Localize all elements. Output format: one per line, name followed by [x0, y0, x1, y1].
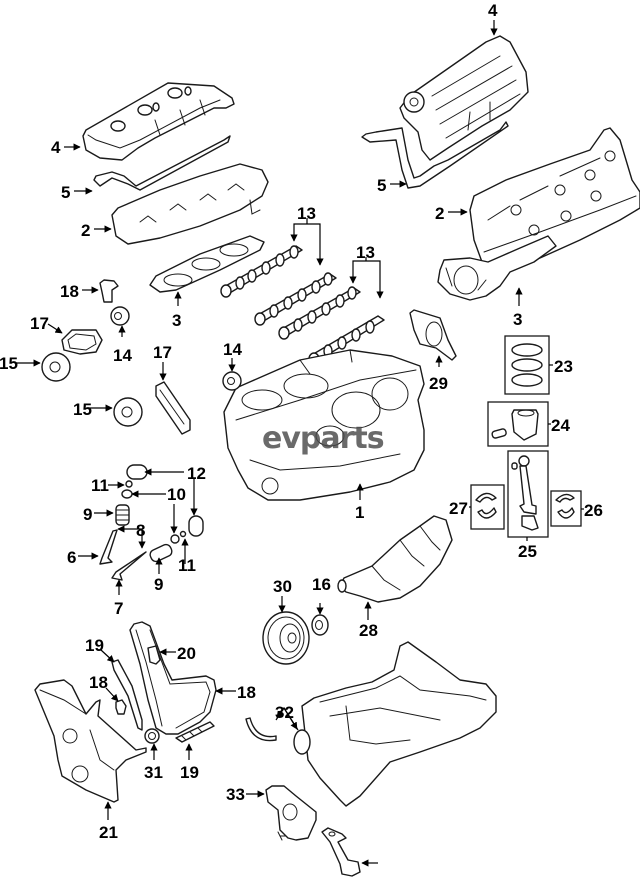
intake-valve[interactable]	[99, 529, 118, 565]
callout-2-right[interactable]: 2	[435, 204, 444, 223]
camshaft-right[interactable]	[278, 286, 385, 366]
timing-chain-center[interactable]	[155, 381, 191, 435]
callout-14-left[interactable]: 14	[113, 346, 132, 365]
callout-4-right[interactable]: 4	[488, 1, 498, 20]
tensioner-arm[interactable]	[111, 659, 143, 731]
spring-retainer-lower[interactable]	[170, 534, 180, 544]
camshaft-sprocket-lower[interactable]	[113, 397, 143, 427]
callout-18-upper[interactable]: 18	[60, 282, 79, 301]
callout-14-center[interactable]: 14	[223, 340, 242, 359]
idler-sprocket-upper[interactable]	[110, 306, 130, 326]
crankshaft-pulley[interactable]	[262, 611, 310, 665]
callout-22[interactable]: 23	[554, 357, 573, 376]
callout-31[interactable]: 32	[275, 703, 294, 722]
callout-6[interactable]: 6	[67, 548, 76, 567]
idler-sprocket-center[interactable]	[222, 371, 242, 391]
front-crank-seal[interactable]	[144, 728, 160, 744]
rod-bearings-box[interactable]	[550, 490, 582, 527]
camshaft-left[interactable]	[220, 245, 337, 326]
callout-17-center[interactable]: 17	[153, 343, 172, 362]
callout-20[interactable]: 20	[177, 644, 196, 663]
callout-5-right[interactable]: 5	[377, 176, 386, 195]
callout-11-upper[interactable]: 11	[91, 476, 109, 495]
callout-26[interactable]: 27	[449, 499, 468, 518]
timing-chain-small[interactable]	[61, 329, 103, 355]
callout-19-upper[interactable]: 19	[85, 636, 104, 655]
chain-tensioner-lower[interactable]	[115, 699, 127, 715]
callout-13-left[interactable]: 13	[297, 204, 316, 223]
callout-15-upper[interactable]: 15	[0, 354, 18, 373]
callout-16[interactable]: 16	[312, 575, 331, 594]
oil-pan[interactable]	[293, 641, 497, 807]
head-gasket-right[interactable]	[437, 235, 557, 301]
callout-12[interactable]: 12	[187, 464, 206, 483]
callout-25[interactable]: 26	[584, 501, 603, 520]
crankshaft[interactable]	[337, 515, 453, 603]
chain-guide-upper[interactable]	[147, 645, 161, 665]
callout-17-upper[interactable]: 17	[30, 314, 49, 333]
timing-chain-main[interactable]	[129, 621, 217, 735]
callout-17-lower[interactable]: 18	[237, 683, 256, 702]
callout-32[interactable]: 33	[226, 785, 245, 804]
connecting-rod-box[interactable]	[507, 450, 549, 538]
callout-2-left[interactable]: 2	[81, 221, 90, 240]
main-bearings-box[interactable]	[470, 484, 505, 530]
callout-29[interactable]: 30	[273, 577, 292, 596]
oil-pan-seal[interactable]	[245, 717, 277, 742]
cylinder-head-left[interactable]	[111, 163, 269, 245]
valve-spring-upper[interactable]	[115, 504, 130, 526]
valve-lifter-lower[interactable]	[188, 515, 204, 537]
crankshaft-sprocket[interactable]	[311, 614, 329, 636]
callout-5-left[interactable]: 5	[61, 183, 70, 202]
callout-labels: 4 5 2 3 4 5 2 3 13 13 18 14 17 15 15 17 …	[0, 1, 603, 842]
valve-cover-gasket-right[interactable]	[361, 121, 509, 189]
chain-guide-lower[interactable]	[175, 721, 215, 743]
watermark-logo: evparts	[262, 421, 384, 456]
callout-11-lower[interactable]: 11	[178, 556, 196, 575]
callout-15-lower[interactable]: 15	[73, 400, 92, 419]
callout-18-lower-label[interactable]: 18	[89, 673, 108, 692]
valve-keeper-upper[interactable]	[125, 480, 133, 488]
callout-23[interactable]: 24	[551, 416, 570, 435]
leader-lines	[16, 20, 584, 867]
callout-28[interactable]: 29	[429, 374, 448, 393]
callout-8[interactable]: 8	[136, 521, 145, 540]
callout-13-right[interactable]: 13	[356, 243, 375, 262]
callout-21[interactable]: 21	[99, 823, 118, 842]
valve-cover-right[interactable]	[399, 35, 529, 161]
callout-3-right[interactable]: 3	[513, 310, 522, 329]
callout-4-left[interactable]: 4	[51, 138, 61, 157]
valve-cover-left[interactable]	[82, 82, 235, 161]
piston-box[interactable]	[487, 401, 549, 447]
callout-9-upper[interactable]: 9	[83, 505, 92, 524]
engine-block[interactable]	[223, 349, 425, 501]
valve-cover-gasket-left[interactable]	[93, 135, 231, 191]
timing-cover[interactable]	[34, 679, 147, 803]
chain-tensioner-upper[interactable]	[99, 279, 119, 303]
valve-lifter-upper[interactable]	[126, 464, 148, 480]
callout-3-left[interactable]: 3	[172, 311, 181, 330]
exhaust-valve[interactable]	[111, 551, 147, 581]
oil-pickup-tube[interactable]	[321, 827, 361, 877]
callout-7[interactable]: 7	[114, 599, 123, 618]
rear-main-seal[interactable]	[409, 309, 457, 361]
callout-10[interactable]: 10	[167, 485, 186, 504]
callout-19-lower[interactable]: 19	[180, 763, 199, 782]
callout-30[interactable]: 31	[144, 763, 163, 782]
oil-pump[interactable]	[265, 785, 317, 841]
head-gasket-left[interactable]	[149, 235, 265, 293]
cylinder-head-right[interactable]	[469, 127, 640, 271]
valve-spring-lower[interactable]	[148, 543, 173, 563]
valve-keeper-lower[interactable]	[179, 530, 187, 538]
callout-27[interactable]: 28	[359, 621, 378, 640]
spring-retainer-upper[interactable]	[121, 489, 133, 499]
camshaft-sprocket-upper[interactable]	[41, 352, 71, 382]
callout-24[interactable]: 25	[518, 542, 537, 561]
piston-rings-box[interactable]	[504, 335, 550, 395]
callout-9-lower[interactable]: 9	[154, 575, 163, 594]
callout-1[interactable]: 1	[355, 503, 364, 522]
